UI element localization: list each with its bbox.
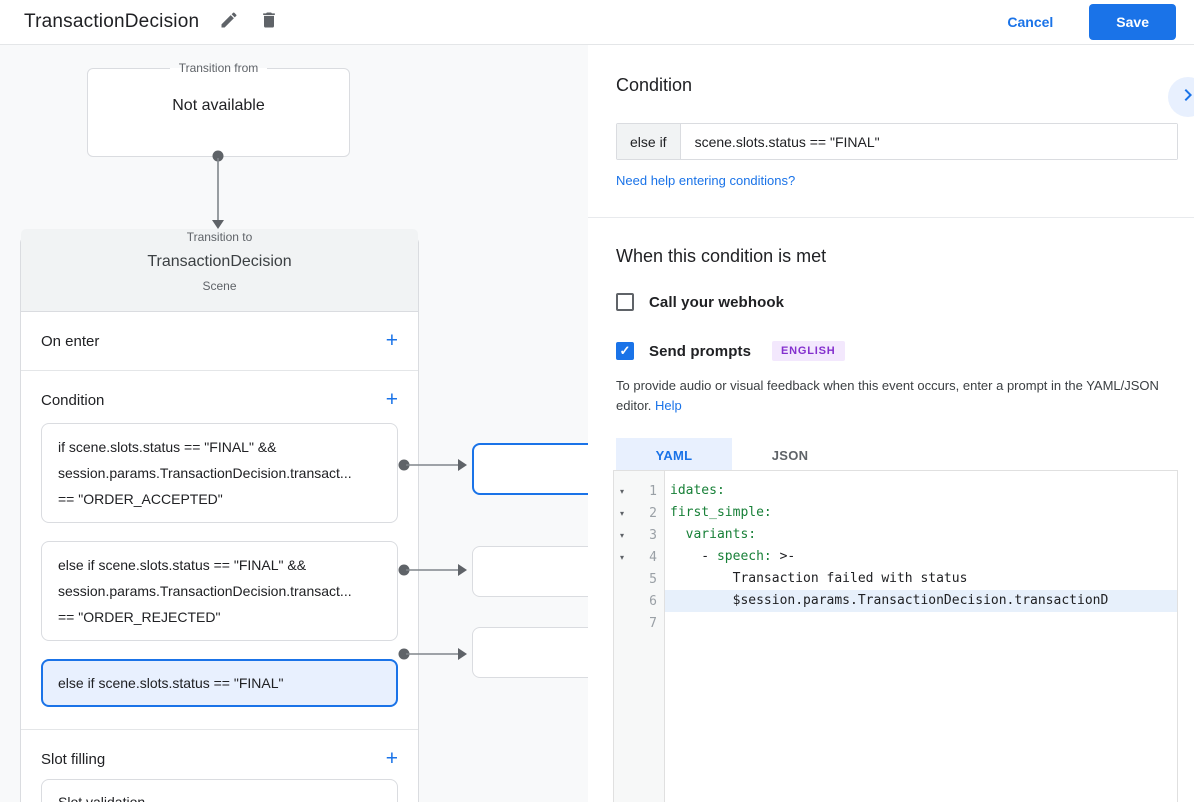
tab-json[interactable]: JSON [771,448,809,464]
add-on-enter-button[interactable]: + [385,329,398,352]
gutter-row: 6 [614,590,664,612]
gutter-row: ▾2 [614,502,664,524]
prompt-hint-text: To provide audio or visual feedback when… [616,376,1166,416]
transition-from-node[interactable]: Transition from Not available [87,61,350,157]
send-prompts-label: Send prompts [649,342,752,360]
fold-arrow-icon[interactable]: ▾ [619,508,624,518]
code-segment: - [670,549,717,564]
add-condition-button[interactable]: + [385,388,398,411]
code-segment: variants: [685,527,757,542]
tab-yaml[interactable]: YAML [616,438,732,474]
scene-card-header[interactable]: TransactionDecision Scene [21,229,418,312]
slot-filling-section: Slot filling + Slot validation [21,730,418,802]
code-segment: first_simple: [670,505,772,520]
scene-card-subtitle: Scene [202,279,237,293]
gutter-row: ▾1 [614,480,664,502]
fold-arrow-icon[interactable]: ▾ [619,530,624,540]
gutter-row: ▾4 [614,546,664,568]
condition-detail-panel: Condition else if Need help entering con… [588,45,1194,802]
condition-prefix: else if [617,124,681,159]
send-prompts-checkbox[interactable]: ✓ [616,342,634,360]
code-line[interactable]: - speech: >- [665,546,1177,568]
scene-card-title: TransactionDecision [147,253,292,270]
code-line[interactable]: first_simple: [665,502,1177,524]
fold-arrow-icon[interactable]: ▾ [619,552,624,562]
editor-code[interactable]: idates: first_simple: variants: - speech:… [665,471,1177,802]
transition-from-value: Not available [172,97,265,114]
page-title: TransactionDecision [24,11,200,32]
condition-input-row: else if [616,123,1178,160]
condition-item-order-accepted[interactable]: if scene.slots.status == "FINAL" && sess… [41,423,398,523]
on-enter-section: On enter + [21,312,418,371]
when-condition-heading: When this condition is met [616,246,827,266]
add-slot-button[interactable]: + [385,747,398,770]
fold-arrow-icon[interactable]: ▾ [619,486,624,496]
on-enter-label: On enter [41,332,100,350]
top-bar: TransactionDecision Cancel Save [0,0,1194,45]
trash-icon [259,10,279,35]
code-segment: $session.params.TransactionDecision.tran… [670,593,1109,608]
code-line[interactable] [665,612,1177,634]
gutter-row: ▾3 [614,524,664,546]
transition-to-legend: Transition to [186,230,253,244]
scene-card: Transition to TransactionDecision Scene … [20,229,419,802]
line-number: 6 [649,593,657,609]
panel-divider [588,217,1194,218]
arrowhead-icon [458,648,467,660]
edit-scene-button[interactable] [219,10,239,35]
code-line[interactable]: variants: [665,524,1177,546]
condition-item-final-selected[interactable]: else if scene.slots.status == "FINAL" [41,659,398,707]
call-webhook-label: Call your webhook [649,293,785,311]
code-segment [670,527,686,542]
editor-tabs: YAML JSON [616,438,1194,474]
code-line[interactable]: idates: [665,480,1177,502]
help-link[interactable]: Help [655,398,682,414]
delete-scene-button[interactable] [259,12,279,32]
language-badge: ENGLISH [772,341,845,361]
condition-expression-input[interactable] [680,124,1177,159]
arrowhead-icon [458,564,467,576]
code-segment: >- [771,549,796,564]
condition-label: Condition [41,391,105,409]
condition-help-link[interactable]: Need help entering conditions? [616,173,796,188]
save-button[interactable]: Save [1089,4,1176,40]
transition-from-legend: Transition from [178,61,259,75]
webhook-checkbox-row: Call your webhook [616,293,1166,311]
call-webhook-checkbox[interactable] [616,293,634,311]
condition-section: Condition + if scene.slots.status == "FI… [21,371,418,730]
arrowhead-icon [212,220,224,229]
line-number: 4 [649,549,657,565]
slot-filling-label: Slot filling [41,750,106,768]
code-line[interactable]: $session.params.TransactionDecision.tran… [665,590,1177,612]
prompt-hint-body: To provide audio or visual feedback when… [616,378,1159,414]
slot-validation-item[interactable]: Slot validation [41,779,398,802]
condition-heading: Condition [616,75,693,95]
line-number: 1 [649,483,657,499]
code-segment: Transaction failed with status [670,571,968,586]
pencil-icon [219,10,239,35]
line-number: 5 [649,571,657,587]
collapse-panel-button[interactable] [1168,77,1194,117]
arrowhead-icon [458,459,467,471]
check-icon: ✓ [619,343,631,358]
code-segment: speech: [716,549,772,564]
prompts-checkbox-row: ✓ Send prompts ENGLISH [616,341,1166,361]
code-line[interactable]: Transaction failed with status [665,568,1177,590]
line-number: 7 [649,615,657,631]
code-segment: idates: [670,483,725,498]
line-number: 2 [649,505,657,521]
condition-item-order-rejected[interactable]: else if scene.slots.status == "FINAL" &&… [41,541,398,641]
line-number: 3 [649,527,657,543]
gutter-row: 7 [614,612,664,634]
chevron-right-icon [1176,83,1194,112]
cancel-button[interactable]: Cancel [1007,14,1054,30]
gutter-row: 5 [614,568,664,590]
